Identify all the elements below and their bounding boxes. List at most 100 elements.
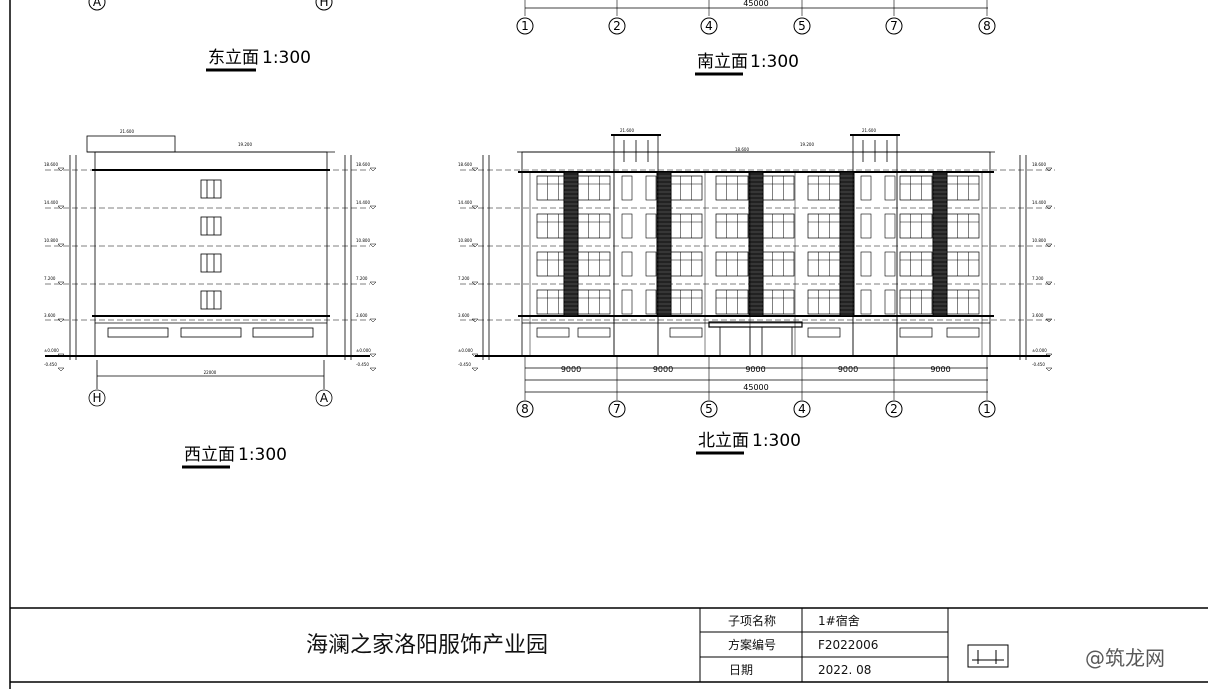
- stair-window: [884, 175, 896, 201]
- stair-window: [884, 251, 896, 277]
- north-window: [899, 289, 933, 315]
- north-window: [577, 289, 611, 315]
- north-roof-top-mark-left: 21.600: [620, 128, 634, 133]
- north-window-grid: [529, 171, 983, 356]
- ground-window: [807, 327, 841, 338]
- north-window: [946, 175, 980, 201]
- south-elevation-name: 南立面: [697, 52, 748, 72]
- level-label: 14.400: [458, 200, 472, 205]
- stair-window: [645, 175, 657, 201]
- level-label: 18.600: [1032, 162, 1046, 167]
- level-label: ±0.000: [1032, 348, 1047, 353]
- south-elevation-label: 南立面 1:300: [695, 52, 799, 76]
- south-grid-label: 1: [521, 19, 529, 33]
- south-grid-bubble: [793, 17, 811, 35]
- north-window: [761, 175, 795, 201]
- north-grid-label: 5: [705, 402, 713, 416]
- level-label: 7.200: [1032, 276, 1044, 281]
- tb-label-scheme-no: 方案编号: [728, 637, 776, 652]
- south-grid-bubble: [700, 17, 718, 35]
- title-block: [10, 607, 1208, 683]
- west-elevation: 21.600 19.200: [45, 129, 370, 407]
- south-grid-label: 4: [705, 19, 713, 33]
- level-label: 3.600: [44, 313, 56, 318]
- east-elevation-name: 东立面: [208, 48, 259, 68]
- north-roof-top-mark-right: 21.600: [862, 128, 876, 133]
- west-grid-a: A: [320, 391, 329, 405]
- north-elevation-name: 北立面: [698, 431, 749, 451]
- north-grid-label: 1: [983, 402, 991, 416]
- north-elevation-label: 北立面 1:300: [696, 431, 801, 455]
- north-window: [807, 175, 841, 201]
- north-roof-mark: 19.200: [800, 142, 814, 147]
- east-elevation-top-fragment: A H: [88, 0, 333, 11]
- stair-window: [860, 251, 872, 277]
- level-label: 18.600: [44, 162, 58, 167]
- west-grid-h: H: [92, 391, 101, 405]
- level-label: 10.800: [44, 238, 58, 243]
- level-label: 7.200: [44, 276, 56, 281]
- level-label: 14.400: [1032, 200, 1046, 205]
- north-window: [577, 213, 611, 239]
- stair-window: [645, 289, 657, 315]
- west-elevation-name: 西立面: [184, 445, 235, 465]
- north-window: [761, 213, 795, 239]
- north-window: [761, 289, 795, 315]
- ground-window: [669, 327, 703, 338]
- north-window: [899, 251, 933, 277]
- level-label: 10.800: [458, 238, 472, 243]
- level-label: -0.450: [458, 362, 471, 367]
- north-window: [715, 175, 749, 201]
- level-label: 3.600: [458, 313, 470, 318]
- stair-window: [621, 175, 633, 201]
- stair-window: [860, 289, 872, 315]
- grid-bubble-a: A: [93, 0, 102, 9]
- ground-window: [536, 327, 570, 338]
- west-roof-top-mark: 21.600: [120, 129, 134, 134]
- level-label: -0.450: [356, 362, 369, 367]
- south-grid-label: 5: [798, 19, 806, 33]
- north-window: [669, 251, 703, 277]
- tb-label-subitem: 子项名称: [728, 613, 776, 628]
- level-label: ±0.000: [458, 348, 473, 353]
- north-window: [669, 175, 703, 201]
- level-label: 14.400: [44, 200, 58, 205]
- west-roof-mark: 19.200: [238, 142, 252, 147]
- north-window: [946, 213, 980, 239]
- north-grid-bubble: [793, 400, 811, 418]
- ground-window: [946, 327, 980, 338]
- level-label: 10.800: [356, 238, 370, 243]
- north-window: [715, 251, 749, 277]
- north-grid-bubble: [978, 400, 996, 418]
- west-elevation-label: 西立面 1:300: [182, 445, 287, 469]
- tb-value-subitem: 1#宿舍: [818, 613, 860, 628]
- watermark: @筑龙网: [1085, 646, 1165, 670]
- level-label: 18.600: [356, 162, 370, 167]
- north-window: [946, 289, 980, 315]
- north-window: [669, 213, 703, 239]
- north-window: [715, 289, 749, 315]
- north-grid-label: 8: [521, 402, 529, 416]
- level-label: 18.600: [458, 162, 472, 167]
- north-bay-dim: 9000: [561, 365, 581, 374]
- stair-window: [884, 289, 896, 315]
- south-grid-bubble: [978, 17, 996, 35]
- level-label: -0.450: [1032, 362, 1045, 367]
- stair-window: [884, 213, 896, 239]
- north-parapet-mark: 18.600: [735, 147, 749, 152]
- south-grid-bubble: [885, 17, 903, 35]
- west-dim-total: 22000: [204, 370, 217, 375]
- stair-window: [645, 213, 657, 239]
- north-bay-dim: 9000: [838, 365, 858, 374]
- level-label: 7.200: [356, 276, 368, 281]
- tb-label-date: 日期: [729, 663, 753, 677]
- north-window: [807, 289, 841, 315]
- north-grid-bubble: [700, 400, 718, 418]
- logo-graphic: [967, 644, 1009, 668]
- stair-window: [860, 213, 872, 239]
- level-label: 14.400: [356, 200, 370, 205]
- north-grid-bubble: [608, 400, 626, 418]
